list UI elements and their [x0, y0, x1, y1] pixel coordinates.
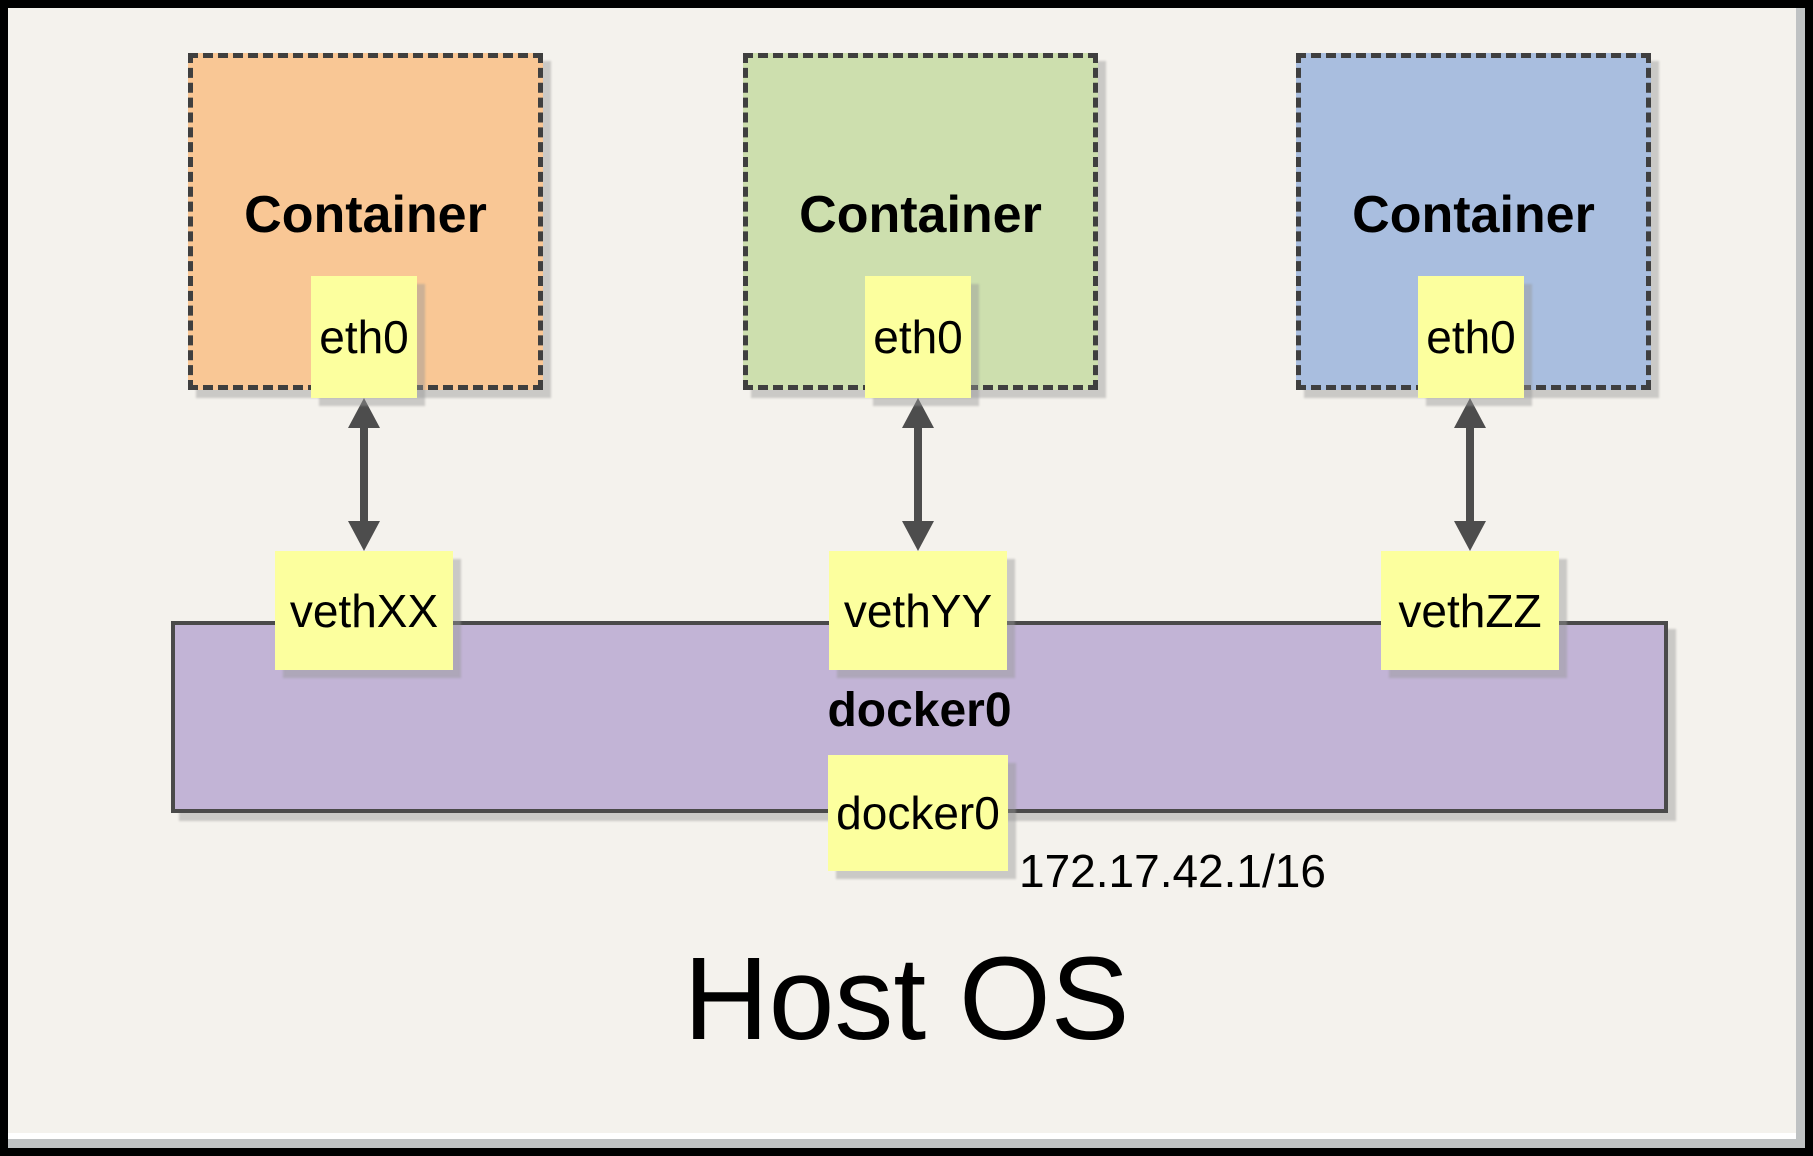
eth0-interface-box-3: eth0 [1418, 276, 1524, 398]
container-title: Container [799, 186, 1042, 244]
canvas-shadow-bottom [8, 1139, 1805, 1148]
container-box-3: Container [1296, 53, 1651, 390]
docker0-interface-label: docker0 [836, 787, 1000, 839]
veth-connection-arrow-2 [902, 398, 934, 551]
vethyy-box: vethYY [829, 551, 1007, 670]
docker0-interface-box: docker0 [828, 755, 1008, 871]
docker0-bridge-label: docker0 [827, 684, 1012, 737]
vethzz-box: vethZZ [1381, 551, 1559, 670]
vethyy-label: vethYY [843, 584, 993, 637]
eth0-label: eth0 [319, 311, 409, 363]
eth0-interface-box-2: eth0 [865, 276, 971, 398]
vethzz-label: vethZZ [1398, 584, 1542, 637]
vethxx-label: vethXX [289, 584, 439, 637]
bridge-ip-label: 172.17.42.1/16 [1019, 845, 1326, 897]
veth-connection-arrow-3 [1454, 398, 1486, 551]
canvas-shadow-right [1796, 8, 1805, 1148]
eth0-label: eth0 [873, 311, 963, 363]
vethxx-box: vethXX [275, 551, 453, 670]
eth0-label: eth0 [1426, 311, 1516, 363]
veth-connection-arrow-1 [348, 398, 380, 551]
canvas-gap-bottom [8, 1133, 1796, 1139]
container-title: Container [1352, 186, 1595, 244]
eth0-interface-box-1: eth0 [311, 276, 417, 398]
container-title: Container [244, 186, 487, 244]
host-os-label: Host OS [683, 933, 1130, 1065]
